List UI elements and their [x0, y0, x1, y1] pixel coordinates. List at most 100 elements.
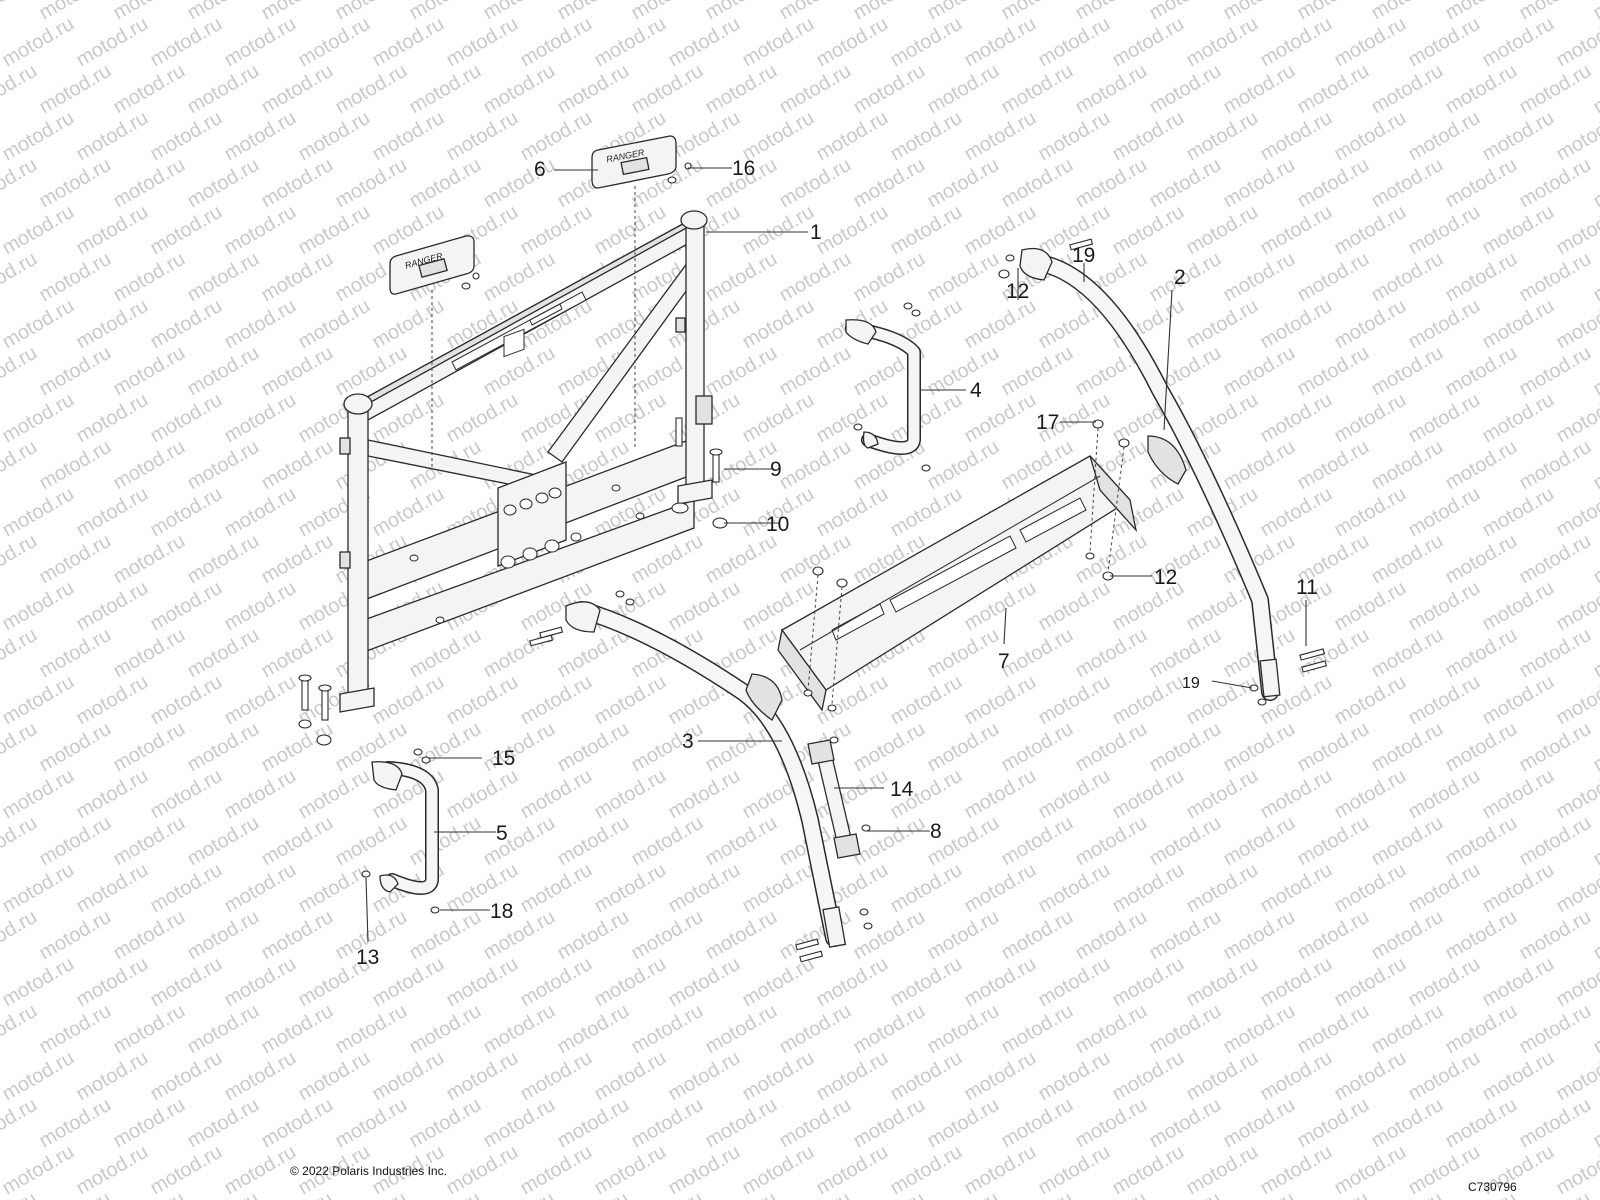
copyright-text: © 2022 Polaris Industries Inc.	[290, 1164, 447, 1178]
watermark-text: motod.ru	[73, 671, 152, 730]
watermark-text: motod.ru	[961, 1047, 1040, 1106]
watermark-text: motod.ru	[369, 13, 448, 72]
watermark-text: motod.ru	[1257, 1141, 1336, 1200]
watermark-text: motod.ru	[184, 812, 263, 871]
watermark-text: motod.ru	[1257, 859, 1336, 918]
watermark-text: motod.ru	[1072, 1000, 1151, 1059]
watermark-text: motod.ru	[665, 1047, 744, 1106]
watermark-text: motod.ru	[1590, 0, 1600, 24]
watermark-text: motod.ru	[998, 718, 1077, 777]
watermark-text: motod.ru	[1442, 0, 1521, 24]
watermark-text: motod.ru	[1368, 1000, 1447, 1059]
watermark-text: motod.ru	[1035, 765, 1114, 824]
watermark-text: motod.ru	[887, 953, 966, 1012]
watermark-text: motod.ru	[1257, 483, 1336, 542]
watermark-text: motod.ru	[1442, 718, 1521, 777]
watermark-text: motod.ru	[1183, 1141, 1262, 1200]
watermark-text: motod.ru	[36, 530, 115, 589]
watermark-text: motod.ru	[1479, 577, 1558, 636]
watermark-text: motod.ru	[110, 248, 189, 307]
watermark-text: motod.ru	[1331, 201, 1410, 260]
callout-5: 5	[496, 822, 508, 845]
watermark-text: motod.ru	[184, 0, 263, 24]
watermark-text: motod.ru	[1331, 389, 1410, 448]
watermark-text: motod.ru	[517, 201, 596, 260]
rear-frame-part-1	[339, 210, 713, 713]
watermark-text: motod.ru	[147, 389, 226, 448]
watermark-text: motod.ru	[517, 671, 596, 730]
watermark-text: motod.ru	[36, 718, 115, 777]
watermark-text: motod.ru	[258, 0, 337, 24]
watermark-text: motod.ru	[1516, 60, 1595, 119]
watermark-text: motod.ru	[924, 60, 1003, 119]
watermark-text: motod.ru	[0, 436, 41, 495]
watermark-text: motod.ru	[184, 436, 263, 495]
watermark-text: motod.ru	[147, 859, 226, 918]
watermark-text: motod.ru	[147, 483, 226, 542]
watermark-text: motod.ru	[1035, 953, 1114, 1012]
watermark-text: motod.ru	[36, 342, 115, 401]
watermark-text: motod.ru	[739, 859, 818, 918]
watermark-text: motod.ru	[480, 812, 559, 871]
watermark-text: motod.ru	[1220, 0, 1299, 24]
watermark-text: motod.ru	[1479, 13, 1558, 72]
watermark-text: motod.ru	[1220, 812, 1299, 871]
watermark-text: motod.ru	[961, 107, 1040, 166]
watermark-text: motod.ru	[1331, 295, 1410, 354]
watermark-text: motod.ru	[924, 906, 1003, 965]
watermark-text: motod.ru	[665, 577, 744, 636]
watermark-text: motod.ru	[1035, 13, 1114, 72]
watermark-text: motod.ru	[1146, 1094, 1225, 1153]
watermark-text: motod.ru	[591, 953, 670, 1012]
watermark-text: motod.ru	[702, 342, 781, 401]
watermark-text: motod.ru	[1516, 248, 1595, 307]
watermark-text: motod.ru	[1405, 859, 1484, 918]
watermark-text: motod.ru	[1035, 859, 1114, 918]
watermark-text: motod.ru	[147, 295, 226, 354]
watermark-text: motod.ru	[628, 718, 707, 777]
watermark-text: motod.ru	[887, 201, 966, 260]
watermark-text: motod.ru	[295, 1047, 374, 1106]
watermark-text: motod.ru	[1109, 953, 1188, 1012]
watermark-text: motod.ru	[850, 718, 929, 777]
watermark-text: motod.ru	[665, 859, 744, 918]
watermark-text: motod.ru	[295, 859, 374, 918]
watermark-text: motod.ru	[1183, 859, 1262, 918]
watermark-text: motod.ru	[1590, 60, 1600, 119]
watermark-text: motod.ru	[665, 1141, 744, 1200]
watermark-text: motod.ru	[1220, 248, 1299, 307]
watermark-text: motod.ru	[184, 530, 263, 589]
watermark-text: motod.ru	[258, 248, 337, 307]
watermark-text: motod.ru	[924, 248, 1003, 307]
watermark-text: motod.ru	[332, 1094, 411, 1153]
watermark-text: motod.ru	[221, 577, 300, 636]
watermark-text: motod.ru	[1368, 718, 1447, 777]
watermark-text: motod.ru	[1220, 906, 1299, 965]
watermark-text: motod.ru	[628, 1000, 707, 1059]
watermark-text: motod.ru	[36, 624, 115, 683]
watermark-text: motod.ru	[110, 154, 189, 213]
watermark-text: motod.ru	[591, 13, 670, 72]
callout-14: 14	[890, 778, 914, 801]
watermark-text: motod.ru	[591, 859, 670, 918]
watermark-text: motod.ru	[739, 1141, 818, 1200]
watermark-text: motod.ru	[73, 295, 152, 354]
watermark-text: motod.ru	[1442, 624, 1521, 683]
watermark-text: motod.ru	[998, 60, 1077, 119]
watermark-text: motod.ru	[998, 1188, 1077, 1200]
watermark-text: motod.ru	[1109, 13, 1188, 72]
watermark-text: motod.ru	[258, 154, 337, 213]
watermark-text: motod.ru	[1146, 812, 1225, 871]
watermark-text: motod.ru	[850, 1188, 929, 1200]
watermark-text: motod.ru	[332, 1000, 411, 1059]
watermark-text: motod.ru	[1331, 765, 1410, 824]
watermark-text: motod.ru	[1294, 718, 1373, 777]
watermark-text: motod.ru	[1220, 154, 1299, 213]
watermark-text: motod.ru	[850, 154, 929, 213]
watermark-text: motod.ru	[1294, 154, 1373, 213]
watermark-text: motod.ru	[36, 906, 115, 965]
watermark-text: motod.ru	[776, 342, 855, 401]
watermark-text: motod.ru	[1368, 812, 1447, 871]
watermark-text: motod.ru	[1553, 1047, 1600, 1106]
watermark-text: motod.ru	[702, 812, 781, 871]
